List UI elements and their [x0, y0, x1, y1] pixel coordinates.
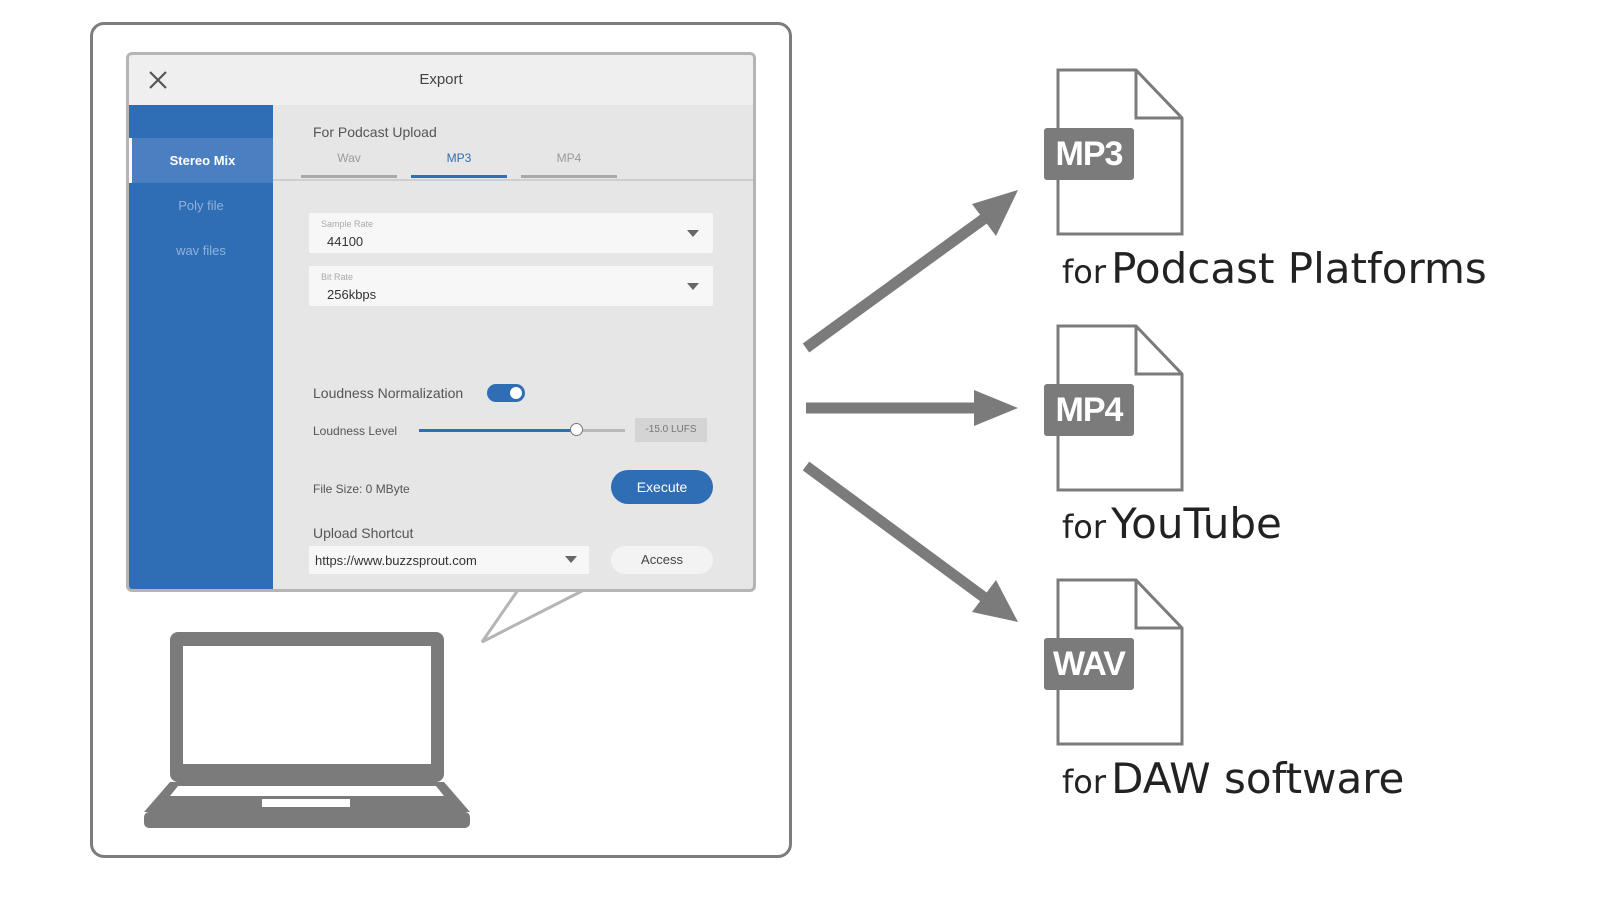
file-size-text: File Size: 0 MByte	[313, 482, 410, 496]
mp4-file: MP4	[1044, 324, 1204, 494]
upload-url-select[interactable]: https://www.buzzsprout.com	[309, 546, 589, 574]
tab-mp3[interactable]: MP3	[411, 151, 507, 178]
execute-button[interactable]: Execute	[611, 470, 713, 504]
laptop-trackpad	[262, 799, 350, 807]
slider-thumb[interactable]	[569, 423, 583, 436]
dialog-titlebar: Export	[129, 55, 753, 105]
bit-rate-select[interactable]: Bit Rate 256kbps	[309, 266, 713, 306]
mp3-file: MP3	[1044, 68, 1204, 238]
toggle-knob	[510, 387, 522, 399]
caption-target: YouTube	[1111, 499, 1282, 548]
laptop-base	[144, 812, 470, 828]
upload-shortcut-label: Upload Shortcut	[313, 525, 414, 541]
wav-file: WAV	[1044, 578, 1204, 748]
tab-mp4[interactable]: MP4	[521, 151, 617, 178]
tab-wav[interactable]: Wav	[301, 151, 397, 178]
sidebar-item-wav-files[interactable]: wav files	[176, 243, 226, 258]
arrow-head-mp4	[974, 390, 1018, 426]
dialog-title: Export	[419, 71, 463, 88]
loudness-level-label: Loudness Level	[313, 424, 398, 438]
upload-url-value: https://www.buzzsprout.com	[315, 553, 477, 568]
caption-prefix: for	[1062, 763, 1106, 801]
caption-target: DAW software	[1111, 754, 1405, 803]
mp3-caption: for Podcast Platforms	[1062, 244, 1487, 293]
bit-rate-label: Bit Rate	[321, 272, 354, 282]
chevron-down-icon	[687, 230, 699, 237]
section-title: For Podcast Upload	[313, 124, 437, 140]
caption-prefix: for	[1062, 253, 1106, 291]
mp3-badge: MP3	[1044, 128, 1134, 180]
caption-target: Podcast Platforms	[1111, 244, 1487, 293]
caption-prefix: for	[1062, 508, 1106, 546]
sample-rate-value: 44100	[327, 234, 364, 249]
sidebar-item-poly-file[interactable]: Poly file	[178, 198, 224, 213]
loudness-level-slider[interactable]	[419, 423, 625, 436]
arrow-head-wav	[972, 580, 1018, 622]
mp4-caption: for YouTube	[1062, 499, 1282, 548]
export-sidebar: Stereo Mix Poly file wav files	[129, 105, 273, 589]
slider-fill	[419, 429, 576, 432]
wav-caption: for DAW software	[1062, 754, 1404, 803]
arrow-head-mp3	[972, 190, 1018, 236]
access-button[interactable]: Access	[611, 546, 713, 574]
format-tabs: Wav MP3 MP4	[273, 151, 753, 181]
wav-badge: WAV	[1044, 638, 1134, 690]
loudness-normalization-label: Loudness Normalization	[313, 385, 464, 401]
chevron-down-icon	[687, 283, 699, 290]
loudness-level-value: -15.0 LUFS	[635, 418, 707, 442]
chevron-down-icon	[565, 556, 577, 563]
sample-rate-label: Sample Rate	[321, 219, 374, 229]
sidebar-item-stereo-mix[interactable]: Stereo Mix	[129, 138, 273, 183]
arrow-to-wav	[802, 461, 989, 603]
close-icon[interactable]	[147, 69, 169, 91]
laptop-screen	[183, 646, 431, 764]
sample-rate-select[interactable]: Sample Rate 44100	[309, 213, 713, 253]
arrow-to-mp3	[802, 213, 989, 353]
bit-rate-value: 256kbps	[327, 287, 377, 302]
export-dialog: Export Stereo Mix Poly file wav files Fo…	[126, 52, 756, 592]
export-main-panel: For Podcast Upload Wav MP3 MP4 Sample Ra…	[273, 105, 753, 589]
loudness-normalization-toggle[interactable]	[487, 384, 525, 402]
mp4-badge: MP4	[1044, 384, 1134, 436]
